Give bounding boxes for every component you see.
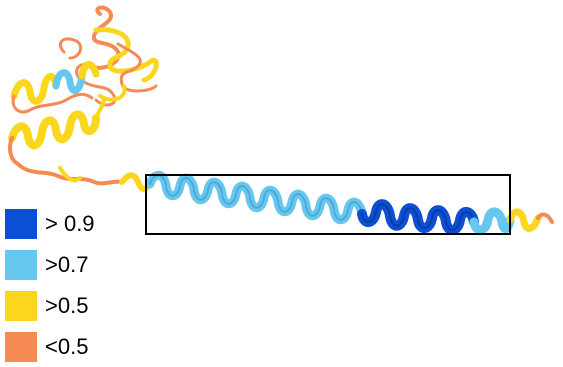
legend-label: >0.7 xyxy=(45,251,89,277)
legend-swatch xyxy=(5,290,37,321)
legend-item-medium: >0.5 xyxy=(5,285,95,326)
helix-middle xyxy=(8,96,106,166)
legend-item-low: <0.5 xyxy=(5,326,95,367)
legend-item-high: >0.7 xyxy=(5,244,95,285)
long-helix-very-high-confidence xyxy=(357,199,479,235)
confidence-legend: > 0.9 >0.7 >0.5 <0.5 xyxy=(5,203,95,367)
linker-coil xyxy=(16,162,153,192)
legend-swatch xyxy=(5,331,37,362)
legend-label: >0.5 xyxy=(45,292,89,318)
legend-label: <0.5 xyxy=(45,333,89,359)
legend-swatch xyxy=(5,208,37,239)
legend-label: > 0.9 xyxy=(45,210,95,236)
legend-swatch xyxy=(5,249,37,280)
long-helix-high-confidence xyxy=(145,170,367,225)
helix-tail xyxy=(469,207,554,235)
legend-item-very-high: > 0.9 xyxy=(5,203,95,244)
helix-upper xyxy=(10,61,100,114)
highlight-box xyxy=(145,174,511,235)
